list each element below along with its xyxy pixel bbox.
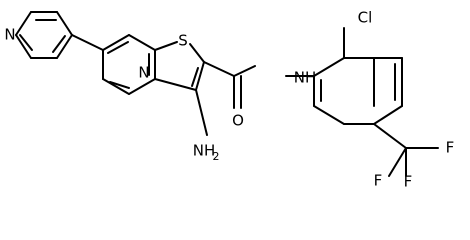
- chemical-structure: N N S Cl NH O NH 2 F F F: [4, 9, 455, 191]
- amino-bond: [195, 89, 208, 136]
- chlorine-label: Cl: [358, 9, 373, 27]
- amide-group: [203, 61, 256, 109]
- pyridine-nitrogen-label: N: [4, 26, 15, 44]
- biaryl-bond: [71, 34, 104, 51]
- fused-pyridine-ring: [102, 34, 156, 95]
- fluorine-bottom-label: F: [404, 173, 413, 191]
- amino-label: NH: [193, 142, 216, 160]
- thiophene-sulfur-label: S: [178, 32, 188, 50]
- aryl-ring: [285, 57, 403, 125]
- thiophene-ring: [154, 41, 205, 91]
- bicyclic-nitrogen-label: N: [138, 64, 149, 82]
- fluorine-right-label: F: [446, 139, 455, 157]
- amino-subscript-label: 2: [213, 150, 220, 163]
- pyridine-ring: [15, 11, 73, 59]
- trifluoromethyl-group: [373, 123, 439, 177]
- amide-nh-label: NH: [294, 69, 317, 87]
- carbonyl-oxygen-label: O: [232, 112, 244, 130]
- fluorine-left-label: F: [374, 172, 383, 190]
